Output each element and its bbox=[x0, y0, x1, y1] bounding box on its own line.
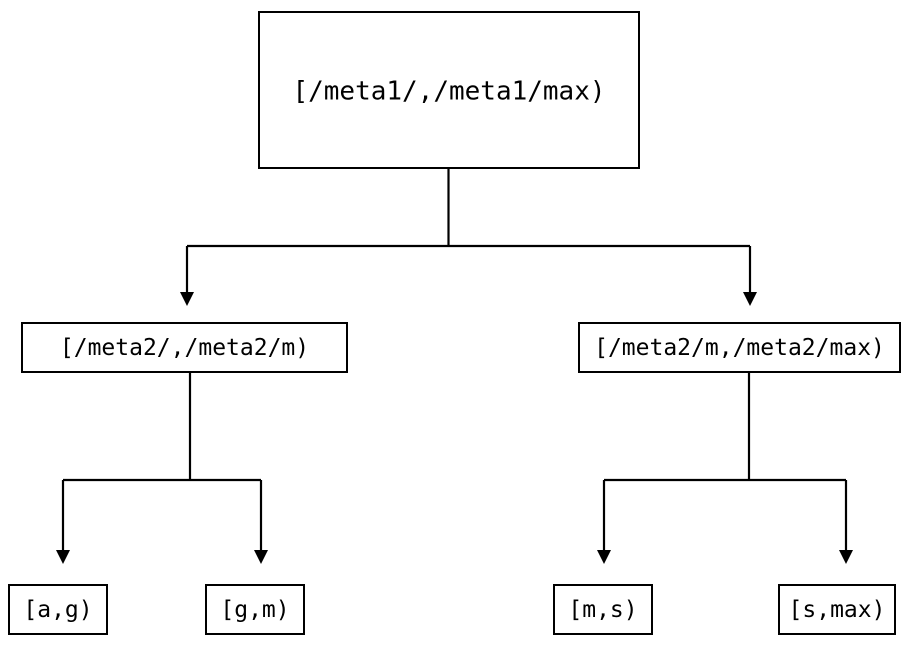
edge-group-left-branch bbox=[56, 372, 268, 564]
node-right-branch[interactable]: [/meta2/m,/meta2/max) bbox=[578, 322, 901, 373]
node-leaf-1[interactable]: [a,g) bbox=[8, 584, 108, 635]
node-leaf-1-box bbox=[8, 584, 108, 635]
node-root-label: [/meta1/,/meta1/max) bbox=[292, 77, 605, 107]
arrowhead-left-branch bbox=[180, 292, 194, 306]
node-right-branch-box bbox=[578, 322, 901, 373]
node-leaf-4-box bbox=[778, 584, 896, 635]
node-leaf-3-box bbox=[553, 584, 653, 635]
node-leaf-2[interactable]: [g,m) bbox=[205, 584, 305, 635]
node-leaf-4-label: [s,max) bbox=[789, 597, 886, 623]
edge-group-right-branch bbox=[597, 372, 853, 564]
arrowhead-right-branch bbox=[743, 292, 757, 306]
arrowhead-leaf-1 bbox=[56, 550, 70, 564]
node-leaf-3[interactable]: [m,s) bbox=[553, 584, 653, 635]
node-leaf-3-label: [m,s) bbox=[568, 597, 637, 623]
node-leaf-4[interactable]: [s,max) bbox=[778, 584, 896, 635]
node-left-branch-label: [/meta2/,/meta2/m) bbox=[60, 335, 309, 361]
arrowhead-leaf-4 bbox=[839, 550, 853, 564]
node-left-branch[interactable]: [/meta2/,/meta2/m) bbox=[21, 322, 348, 373]
node-leaf-2-box bbox=[205, 584, 305, 635]
edge-group-root bbox=[180, 168, 757, 306]
node-leaf-2-label: [g,m) bbox=[220, 597, 289, 623]
node-left-branch-box bbox=[21, 322, 348, 373]
node-root-box bbox=[258, 11, 640, 169]
arrowhead-leaf-2 bbox=[254, 550, 268, 564]
node-leaf-1-label: [a,g) bbox=[23, 597, 92, 623]
arrowhead-leaf-3 bbox=[597, 550, 611, 564]
node-right-branch-label: [/meta2/m,/meta2/max) bbox=[594, 335, 885, 361]
node-root[interactable]: [/meta1/,/meta1/max) bbox=[258, 11, 640, 169]
